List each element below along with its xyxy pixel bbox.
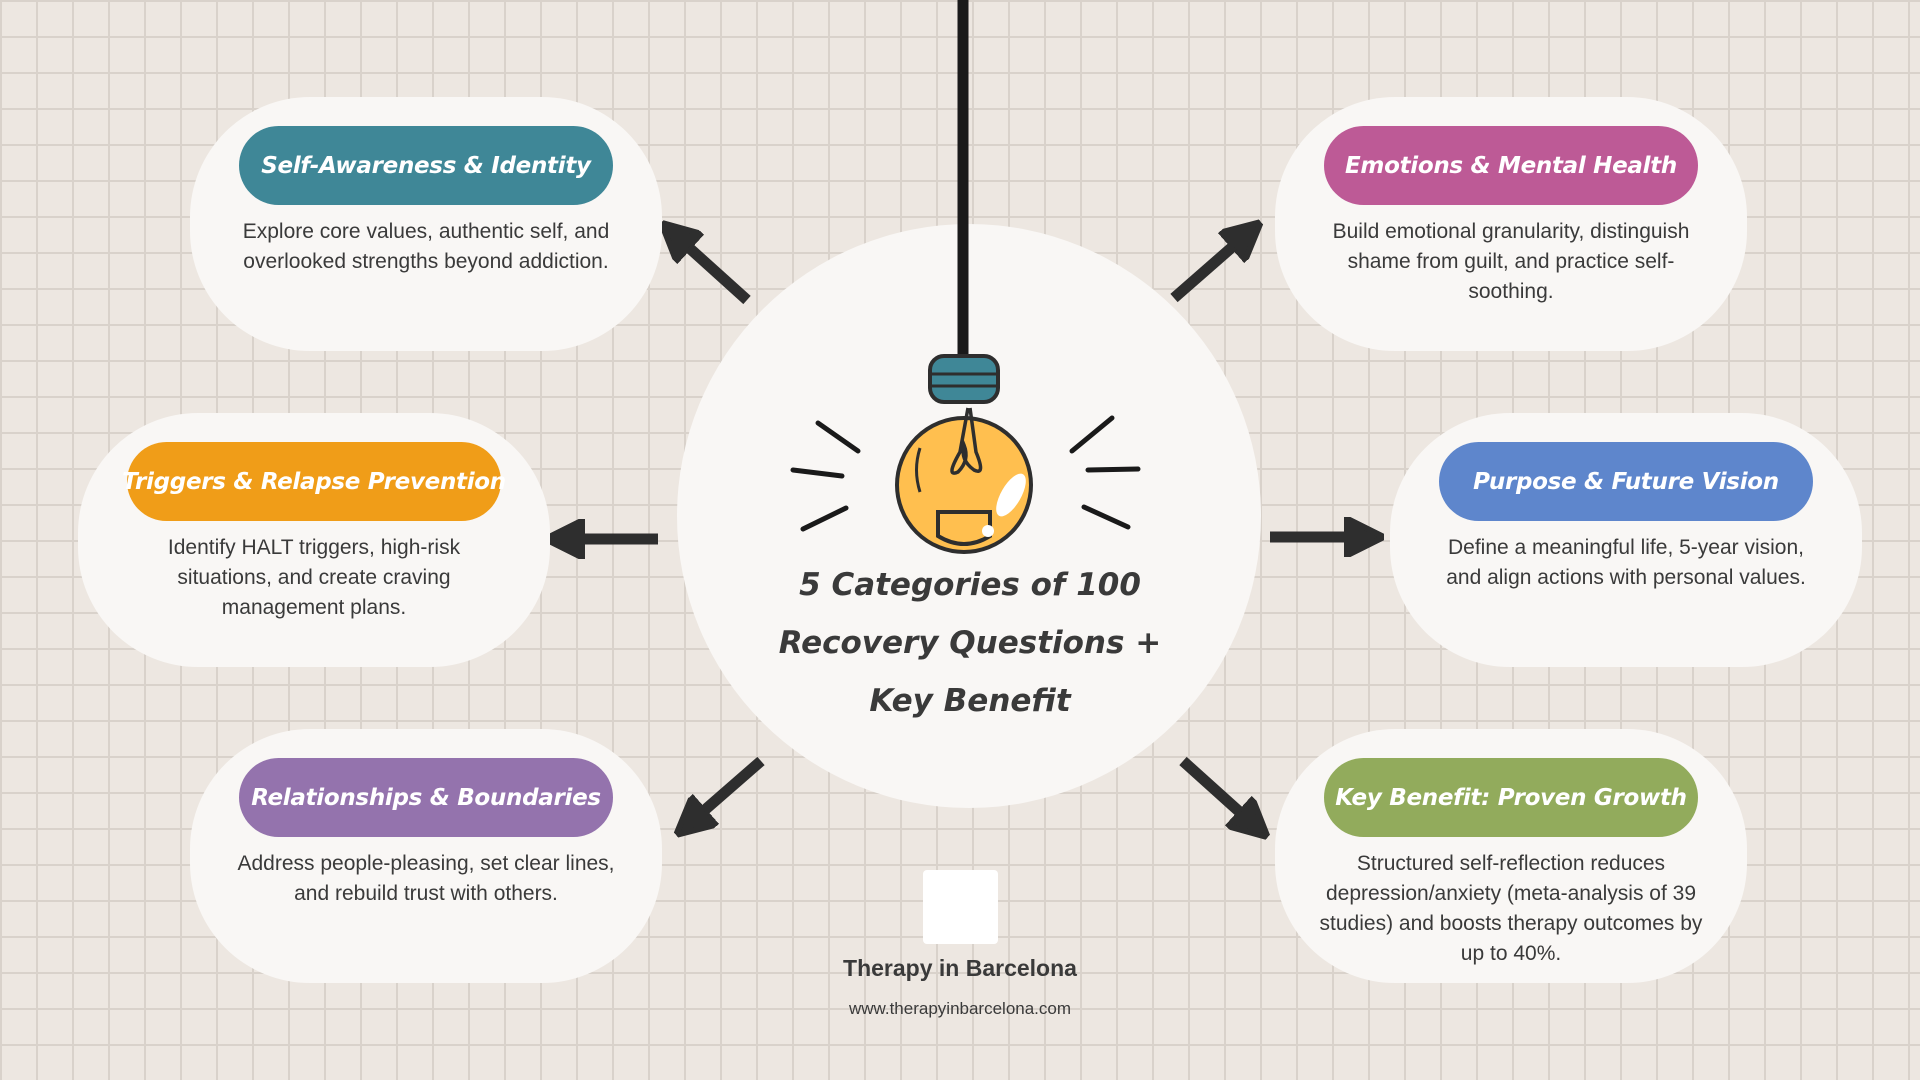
lightbulb-icon <box>895 354 1033 554</box>
card-description: Address people-pleasing, set clear lines… <box>237 852 615 905</box>
card-purpose: Purpose & Future Vision Define a meaning… <box>1390 413 1862 667</box>
card-emotions: Emotions & Mental Health Build emotional… <box>1275 97 1747 351</box>
card-title: Triggers & Relapse Prevention <box>122 442 506 521</box>
arrow-to-self-awareness <box>676 236 751 305</box>
light-rays <box>790 415 1141 532</box>
card-description: Structured self-reflection reduces depre… <box>1319 852 1703 965</box>
card-description: Identify HALT triggers, high-risk situat… <box>167 536 461 619</box>
card-key-benefit: Key Benefit: Proven Growth Structured se… <box>1275 729 1747 983</box>
card-title: Emotions & Mental Health <box>1324 126 1698 205</box>
card-title: Self-Awareness & Identity <box>239 126 613 205</box>
card-description: Explore core values, authentic self, and… <box>242 220 610 273</box>
logo-placeholder <box>923 870 998 944</box>
arrows <box>565 235 1364 824</box>
card-description: Build emotional granularity, distinguish… <box>1332 220 1690 303</box>
card-title: Relationships & Boundaries <box>239 758 613 837</box>
arrow-to-emotions <box>1170 235 1246 303</box>
card-title: Key Benefit: Proven Growth <box>1324 758 1698 837</box>
center-title: 5 Categories of 100 Recovery Questions +… <box>778 567 1162 719</box>
website-link[interactable]: www.therapyinbarcelona.com <box>848 999 1072 1018</box>
card-title: Purpose & Future Vision <box>1439 442 1813 521</box>
card-triggers: Triggers & Relapse Prevention Identify H… <box>78 413 550 667</box>
card-self-awareness: Self-Awareness & Identity Explore core v… <box>190 97 662 351</box>
arrow-to-relationships <box>691 756 765 822</box>
arrow-to-key-benefit <box>1179 756 1253 824</box>
card-relationships: Relationships & Boundaries Address peopl… <box>190 729 662 983</box>
brand-name: Therapy in Barcelona <box>843 955 1077 981</box>
card-description: Define a meaningful life, 5-year vision,… <box>1446 536 1806 589</box>
